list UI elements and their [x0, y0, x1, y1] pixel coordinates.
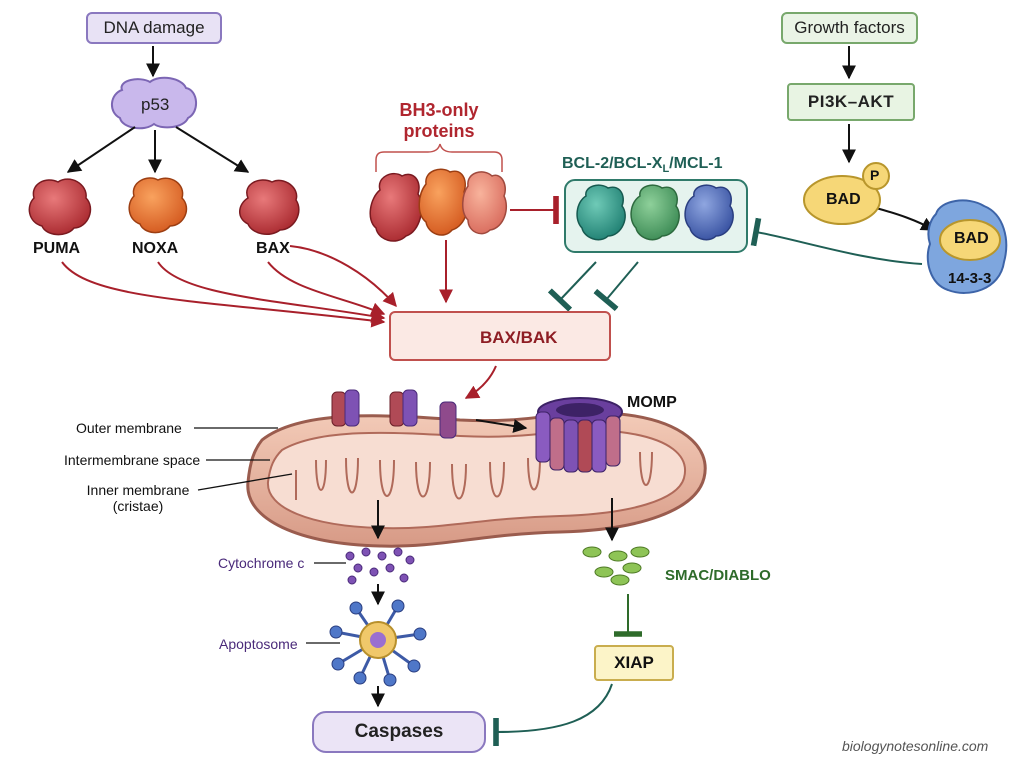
- inner-membrane-label: Inner membrane (cristae): [86, 482, 190, 515]
- xiap-box: XIAP: [594, 645, 674, 681]
- bcl2-label-sub: L: [662, 163, 670, 176]
- bh3-only-label: BH3-only proteins: [399, 100, 479, 141]
- phospho-badge-icon: [862, 162, 890, 190]
- membrane-baxbak-4: [402, 389, 418, 427]
- bad-bound-label: BAD: [954, 230, 989, 247]
- cristae-folds: [295, 451, 653, 500]
- bclxl-protein-icon: [630, 184, 680, 241]
- leader-inner-membrane: [197, 473, 293, 491]
- mcl1-protein-icon: [684, 184, 734, 241]
- bh3-protein-salmon-icon: [462, 171, 508, 235]
- bad-bound-icon: [939, 219, 1001, 261]
- p53-protein-icon: [111, 76, 197, 130]
- bad-protein-icon: [803, 175, 881, 225]
- caspases-box: Caspases: [312, 711, 486, 753]
- pi3k-akt-box: PI3K–AKT: [787, 83, 915, 121]
- membrane-baxbak-3: [389, 391, 405, 427]
- membrane-baxbak-5: [439, 401, 457, 439]
- arrow-bax-to-baxbak: [267, 261, 386, 316]
- puma-label: PUMA: [33, 240, 81, 257]
- smac-diablo-icons: [582, 546, 650, 586]
- noxa-protein-icon: [128, 177, 188, 234]
- bh3-bracket: [375, 143, 503, 172]
- arrow-noxa-to-baxbak: [157, 261, 386, 323]
- apoptosome-icon: [329, 599, 427, 687]
- membrane-baxbak-1: [331, 391, 347, 427]
- bcl2-group-label: BCL-2/BCL-XL/MCL-1: [562, 155, 723, 176]
- arrow-to-momp: [475, 419, 528, 433]
- bcl2-protein-icon: [576, 184, 626, 241]
- bh3-protein-orange-icon: [418, 168, 469, 236]
- arrow-bax-side-to-baxbak: [289, 245, 397, 308]
- bax-label: BAX: [256, 240, 290, 257]
- arrow-baxbak-to-mito: [464, 365, 497, 399]
- bax-protein-icon: [239, 179, 300, 236]
- p53-label: p53: [141, 95, 170, 114]
- growth-factors-box: Growth factors: [781, 12, 918, 44]
- noxa-label: NOXA: [132, 240, 179, 257]
- source-credit: biologynotesonline.com: [842, 738, 989, 754]
- intermembrane-space-label: Intermembrane space: [64, 452, 201, 468]
- inhibit-xiap-to-caspases: [493, 683, 613, 747]
- baxbak-box: [389, 311, 611, 361]
- bcl2-label-tail: /MCL-1: [669, 155, 723, 172]
- outer-membrane-label: Outer membrane: [76, 420, 182, 436]
- arrow-bad-to-1433: [875, 207, 936, 231]
- momp-label: MOMP: [627, 394, 677, 411]
- cytochrome-c-icons: [345, 547, 415, 585]
- apoptosome-label: Apoptosome: [219, 636, 298, 652]
- arrow-p53-to-bax: [175, 126, 250, 173]
- inhibit-bcl2-to-baxbak-2: [593, 261, 639, 312]
- momp-pore-icon: [535, 397, 623, 473]
- cytochrome-c-label: Cytochrome c: [218, 555, 305, 571]
- baxbak-label: BAX/BAK: [480, 328, 558, 347]
- puma-protein-icon: [28, 178, 92, 236]
- inhibit-bcl2-to-baxbak-1: [547, 261, 597, 312]
- arrow-puma-to-baxbak: [61, 261, 386, 328]
- bad-label: BAD: [826, 191, 861, 208]
- bh3-protein-red-icon: [369, 172, 423, 242]
- dna-damage-box: DNA damage: [86, 12, 222, 44]
- inhibit-1433-to-bcl2: [750, 217, 923, 265]
- phospho-label: P: [870, 167, 880, 183]
- membrane-baxbak-2: [344, 389, 360, 427]
- bcl2-label-main: BCL-2/BCL-X: [562, 155, 663, 172]
- protein-1433-label: 14-3-3: [948, 270, 992, 287]
- arrow-p53-to-puma: [66, 126, 136, 173]
- smac-diablo-label: SMAC/DIABLO: [665, 567, 771, 584]
